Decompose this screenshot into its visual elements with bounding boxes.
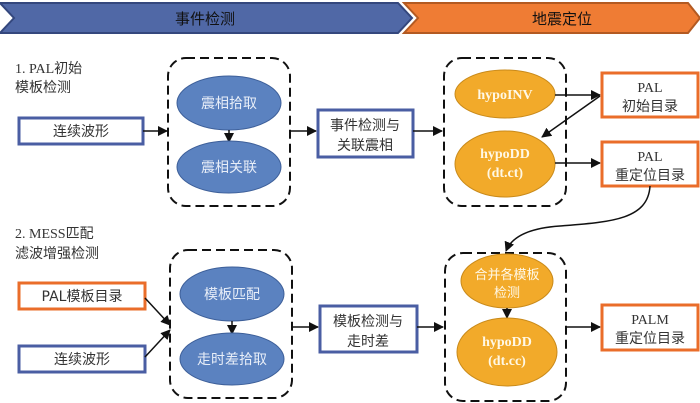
merge-detections-label-line1: 合并各模板 (474, 267, 539, 283)
palm-relocated-catalog-line1: PALM (631, 313, 669, 328)
template-detection-label-line2: 走时差 (347, 334, 389, 350)
continuous-waveform-label-1: 连续波形 (53, 123, 109, 140)
hypodd-ct-label-line1: hypoDD (480, 147, 530, 162)
hypodd-cc-node (456, 317, 558, 387)
phase-association-label: 震相关联 (201, 160, 257, 176)
banner-right-label: 地震定位 (532, 10, 592, 28)
banner-event-detection (0, 2, 414, 34)
pal-initial-catalog-line2: 初始目录 (622, 98, 678, 115)
hypoinv-node (454, 69, 556, 119)
banner-left-label: 事件检测 (175, 10, 235, 28)
phase-group (167, 57, 291, 207)
section2-title-line2: 滤波增强检测 (15, 246, 99, 262)
travel-time-picking-node (179, 332, 285, 386)
merge-detections-label-line2: 检测 (494, 286, 520, 301)
hypodd-ct-node (454, 130, 556, 198)
phase-picking-label: 震相拾取 (201, 96, 257, 112)
template-matching-label: 模板匹配 (204, 287, 260, 303)
event-detection-box (316, 108, 415, 159)
continuous-waveform-box-2 (17, 344, 147, 374)
curved-connector (504, 185, 651, 252)
phase-association-node (176, 140, 282, 194)
hypodd-cc-label-line1: hypoDD (482, 335, 532, 350)
event-detection-label-line1: 事件检测与 (330, 118, 400, 134)
pal-relocated-catalog-line1: PAL (637, 150, 662, 165)
continuous-waveform-label-2: 连续波形 (54, 351, 110, 368)
pal-template-catalog-box (17, 281, 147, 311)
event-detection-label-line2: 关联震相 (337, 138, 393, 154)
pal-relocated-catalog-line2: 重定位目录 (615, 168, 685, 184)
template-group (169, 249, 293, 399)
arrow (144, 329, 171, 358)
palm-relocated-catalog-line2: 重定位目录 (615, 331, 685, 347)
pal-initial-catalog-box (600, 71, 700, 119)
palm-relocated-catalog-box (600, 303, 700, 352)
banner-location (401, 2, 700, 34)
section1-title-line1: 1. PAL初始 (15, 60, 82, 77)
travel-time-picking-label: 走时差拾取 (197, 352, 267, 368)
arrow (144, 297, 171, 326)
pal-initial-catalog-line1: PAL (637, 81, 662, 96)
location-group-1 (443, 57, 567, 207)
section1-title-line2: 模板检测 (15, 80, 71, 96)
section2-title-line1: 2. MESS匹配 (15, 227, 94, 242)
template-detection-box (318, 304, 419, 354)
pal-template-catalog-label: PAL模板目录 (42, 289, 123, 305)
banner: 事件检测 地震定位 (0, 2, 700, 34)
template-detection-label-line1: 模板检测与 (333, 314, 403, 330)
hypodd-cc-label-line2: (dt.cc) (488, 354, 526, 369)
arrow (541, 95, 601, 138)
pal-relocated-catalog-box (600, 140, 700, 188)
hypodd-ct-label-line2: (dt.ct) (487, 166, 523, 181)
hypoinv-label: hypoINV (477, 88, 532, 103)
